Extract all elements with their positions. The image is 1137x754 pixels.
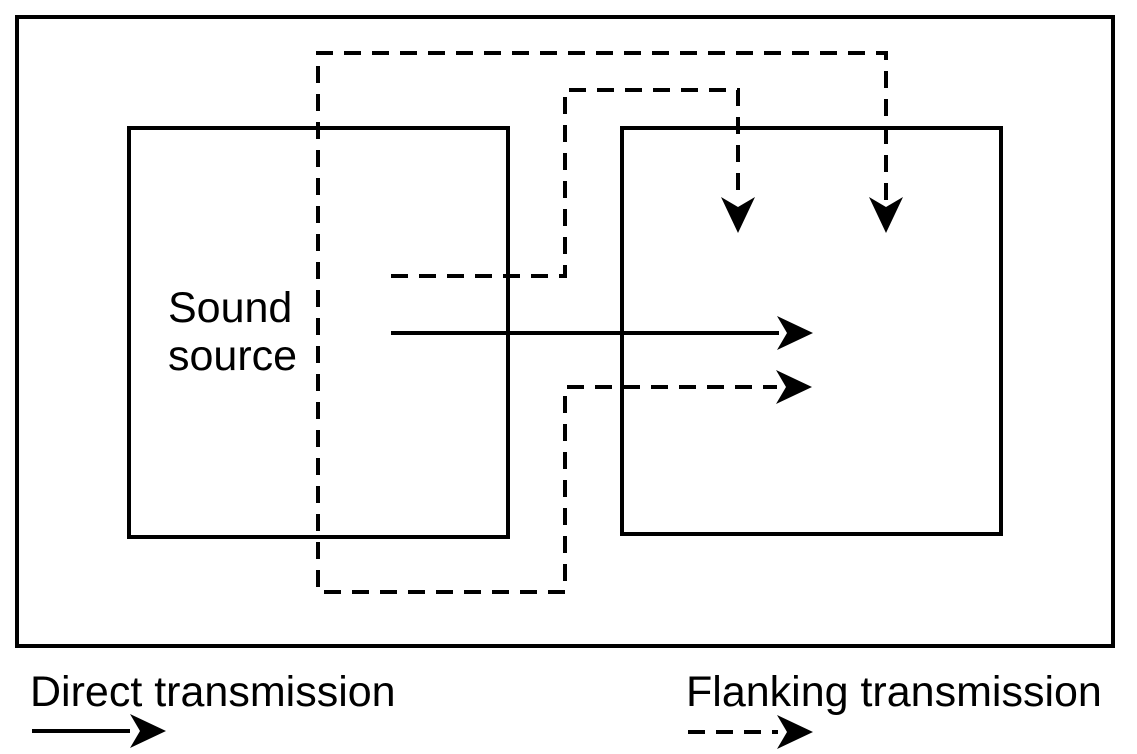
legend-flanking-label: Flanking transmission	[686, 668, 1102, 716]
flanking-arrowhead-lower-icon	[776, 370, 812, 404]
flanking-path-inner	[391, 88, 740, 278]
sound-source-label-line1: Sound	[168, 284, 293, 332]
legend-direct-label: Direct transmission	[30, 668, 396, 716]
sound-source-label-line2: source	[168, 332, 298, 380]
sound-source-label: Sound source	[168, 284, 297, 380]
direct-transmission-arrowhead-icon	[777, 316, 813, 350]
outer-frame	[15, 15, 1115, 648]
legend-flanking-arrowhead-icon	[777, 715, 813, 749]
flanking-path-outer	[316, 51, 888, 594]
flanking-arrowhead-down-right-icon	[869, 197, 903, 233]
legend-direct-arrowhead-icon	[130, 714, 166, 748]
flanking-arrowhead-down-left-icon	[721, 197, 755, 233]
